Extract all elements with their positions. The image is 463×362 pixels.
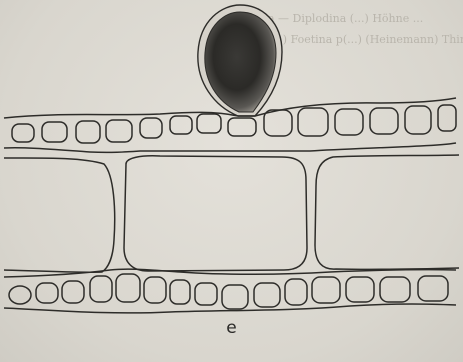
upper-cell: [12, 124, 34, 142]
lower-cell: [170, 280, 190, 304]
lower-cell: [312, 277, 340, 303]
upper-cell: [140, 118, 162, 138]
lower-cell: [62, 281, 84, 303]
upper-cell: [228, 118, 256, 136]
upper-cell: [370, 108, 398, 134]
upper-cell: [170, 116, 192, 134]
upper-cell: [264, 110, 292, 136]
upper-cell: [335, 109, 363, 135]
lower-cell: [144, 277, 166, 303]
lower-cell: [285, 279, 307, 305]
lower-cell-row: [4, 269, 456, 313]
large-cell-right-edge: [315, 155, 459, 269]
lower-cell: [116, 274, 140, 302]
spore: [198, 5, 282, 116]
lower-cell: [418, 276, 448, 301]
lower-cell: [254, 283, 280, 307]
upper-cell: [298, 108, 328, 136]
lower-cell: [195, 283, 217, 305]
upper-cell: [76, 121, 100, 143]
upper-cell: [405, 106, 431, 134]
upper-cell: [106, 120, 132, 142]
lower-cell: [9, 286, 31, 304]
upper-cell: [197, 114, 221, 133]
panel-label: e: [0, 318, 463, 338]
upper-cell: [42, 122, 67, 142]
large-cells: [4, 155, 459, 272]
lower-cell: [90, 276, 112, 302]
lower-cell: [380, 277, 410, 302]
large-cell-central: [124, 156, 307, 271]
upper-cell: [438, 105, 456, 131]
lower-cell: [36, 283, 58, 303]
upper-row-bottom-outline: [4, 143, 456, 152]
lower-cell: [346, 277, 374, 302]
large-cell-left-edge: [4, 158, 115, 272]
lower-cell: [222, 285, 248, 309]
